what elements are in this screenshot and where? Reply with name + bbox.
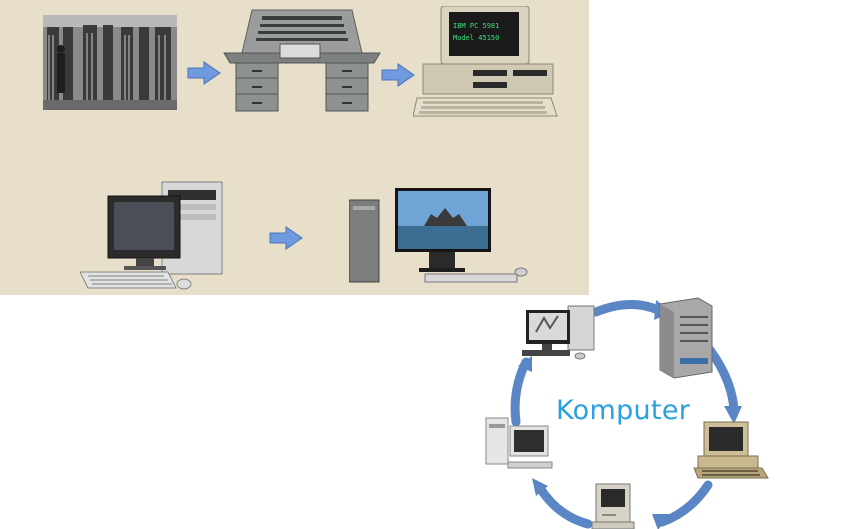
modern-desktop-pc-photo xyxy=(349,188,528,283)
cycle-arrow-top xyxy=(591,299,663,317)
cycle-classic-mac-icon xyxy=(591,483,635,529)
ibm-screen-text: IBM PC 5981 Model 45150 xyxy=(453,20,499,44)
cycle-arrow-left xyxy=(510,357,531,427)
cycle-arrows xyxy=(485,297,769,529)
ibm-screen-line2: Model 45150 xyxy=(453,34,500,42)
cycle-mainframe-tower-icon xyxy=(659,297,713,379)
cycle-arrow-bottom-left xyxy=(535,483,593,529)
console-desk-computer-photo xyxy=(223,9,381,112)
arrow-right-icon xyxy=(269,226,303,250)
ibm-screen-line1: IBM PC 5981 xyxy=(453,22,500,30)
arrow-right-icon xyxy=(381,63,415,87)
computer-cycle-diagram: Komputer xyxy=(480,290,770,529)
cycle-white-desktop-icon xyxy=(485,417,553,469)
computer-evolution-panel: IBM PC 5981 Model 45150 xyxy=(0,0,589,295)
ibm-pc-photo: IBM PC 5981 Model 45150 xyxy=(413,6,558,120)
cycle-apple-ii-icon xyxy=(693,421,769,479)
cycle-desktop-pc-icon xyxy=(522,305,595,360)
cycle-arrow-bottom-right xyxy=(657,480,713,527)
cycle-center-label: Komputer xyxy=(556,395,691,426)
early-mainframe-photo xyxy=(43,15,177,110)
desktop-pc-2000s-photo xyxy=(80,181,223,290)
arrow-right-icon xyxy=(187,61,221,85)
ibm-pc-graphic xyxy=(413,6,558,117)
cycle-arrow-right xyxy=(705,345,739,415)
